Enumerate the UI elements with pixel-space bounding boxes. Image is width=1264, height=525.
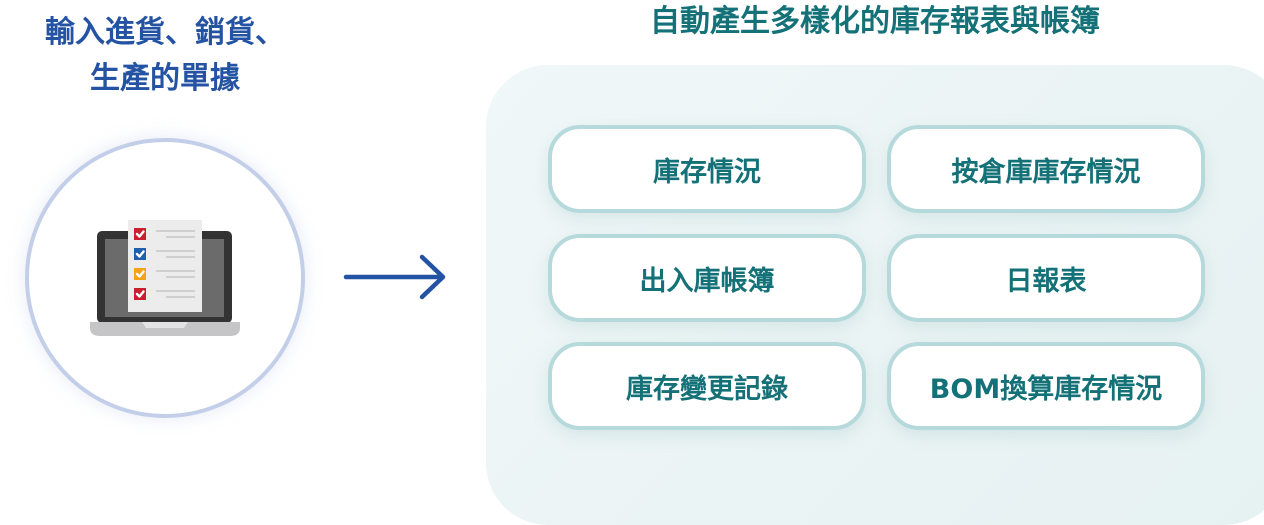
input-documents-title: 輸入進貨、銷貨、 生產的單據 xyxy=(0,10,330,102)
report-label: BOM換算庫存情況 xyxy=(929,373,1163,405)
report-daily: 日報表 xyxy=(887,234,1205,322)
report-bom-inventory: BOM換算庫存情況 xyxy=(887,342,1205,430)
report-label: 庫存變更記錄 xyxy=(626,373,788,405)
title-line-2: 生產的單據 xyxy=(90,61,240,96)
output-reports-title: 自動產生多樣化的庫存報表與帳簿 xyxy=(650,4,1100,39)
report-label: 按倉庫庫存情況 xyxy=(951,156,1141,188)
report-label: 庫存情況 xyxy=(653,156,761,188)
report-inventory-status: 庫存情況 xyxy=(548,125,866,213)
report-in-out-ledger: 出入庫帳簿 xyxy=(548,234,866,322)
report-label: 出入庫帳簿 xyxy=(639,265,775,297)
report-inventory-by-warehouse: 按倉庫庫存情況 xyxy=(887,125,1205,213)
title-line-1: 輸入進貨、銷貨、 xyxy=(45,15,285,50)
report-inventory-change-log: 庫存變更記錄 xyxy=(548,342,866,430)
arrow-right-icon xyxy=(343,254,446,300)
laptop-checklist-icon xyxy=(90,220,240,336)
report-label: 日報表 xyxy=(1005,265,1087,297)
